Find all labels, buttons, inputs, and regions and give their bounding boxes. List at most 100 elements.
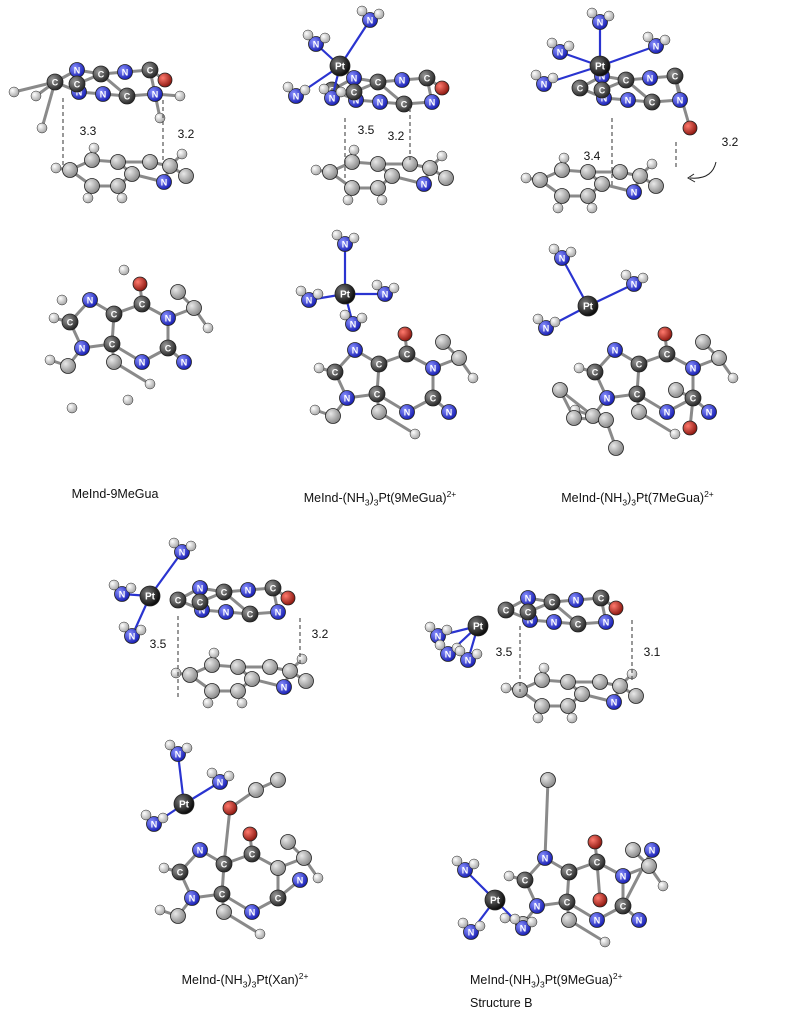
p4-top-ammine-atom-h (140, 809, 152, 821)
p2-indole-atom-h (376, 194, 388, 206)
p4-top-ammine-atom-label: N (217, 778, 224, 788)
p4-top-atom-o (242, 826, 258, 842)
p3-top-ammine-atom-label: Pt (583, 302, 594, 313)
p3-top-atom-o (657, 326, 673, 342)
p5-guanine-atom-c (543, 593, 561, 611)
p3-top-atom-label: C (592, 368, 599, 378)
p4-ammine-atom-label: N (129, 632, 136, 642)
p3-top-ammine-atom-label: N (631, 280, 638, 290)
p2-ammine-atom-n (362, 12, 378, 28)
p3-ammine-atom-n (552, 44, 568, 60)
p1-guanine-atom-n (95, 86, 111, 102)
p4-xanthine-atom-label: C (247, 610, 254, 620)
p2-indole-atom-c-light (370, 156, 386, 172)
p1-top-atom-h (118, 264, 130, 276)
p4-indole-atom-c-light (204, 657, 220, 673)
p4-distance-label-left: 3.5 (150, 637, 167, 651)
p4-top-atom-c (215, 855, 233, 873)
p2-top-atom-h (313, 362, 325, 374)
p5-ammine-atom-h (471, 648, 483, 660)
p1-guanine-atom-h (36, 122, 48, 134)
p1-top-atom-h (44, 354, 56, 366)
p1-top-atom-n (82, 292, 98, 308)
p4-top-ammine-atom-label: Pt (179, 800, 190, 811)
p4-xanthine-atom-c (241, 605, 259, 623)
p5-ammine-atom-label: Pt (473, 622, 484, 633)
p2-top-atom-c (370, 355, 388, 373)
p5-top-atom-n (644, 842, 660, 858)
p5-top-atom-c-light (625, 842, 641, 858)
p5-guanine-atom-label: N (525, 594, 532, 604)
p2-ammine-atom-h (318, 83, 330, 95)
caption-meind-9megua: MeInd-9MeGua (71, 487, 159, 501)
p1-top-atom-c (133, 295, 151, 313)
p1-guanine-atom-h (8, 86, 20, 98)
p2-indole-atom-h (436, 150, 448, 162)
p5-top-atom-o (587, 834, 603, 850)
p2-guanine-atom-label: C (351, 88, 358, 98)
p4-top-atom-n (292, 872, 308, 888)
p5-top-atom-c-light (641, 858, 657, 874)
p4-top-ammine-atom-h (223, 770, 235, 782)
p5-ammine-atom-h (434, 639, 446, 651)
p1-top-atom-c (61, 313, 79, 331)
p2-indole-atom-c-light (344, 154, 360, 170)
p1-guanine-atom-label: C (98, 70, 105, 80)
p3-ammine-atom-h (530, 69, 542, 81)
p3-indole-atom-c-light (580, 188, 596, 204)
p5-indole-atom-c-light (534, 672, 550, 688)
p2-top-atom-c-light (371, 404, 387, 420)
p4-xanthine-atom-c (215, 583, 233, 601)
p1-indole-atom-h (82, 192, 94, 204)
p4-top-atom-c (269, 889, 287, 907)
p2-indole-atom-h (310, 164, 322, 176)
p4-top-atom-label: C (275, 894, 282, 904)
p4-ammine-atom-h (168, 537, 180, 549)
p5-indole-atom-c-light (574, 686, 590, 702)
p5-indole-atom-n (606, 694, 622, 710)
p5-guanine-atom-c (497, 601, 515, 619)
p1-indole-atom-label: N (161, 178, 168, 188)
p5-top-atom-label: N (542, 854, 549, 864)
p2-top-atom-label: N (404, 408, 411, 418)
p1-top-atom-label: N (87, 296, 94, 306)
p4-top-atom-o (222, 800, 238, 816)
p4-xanthine-atom-n (218, 604, 234, 620)
p2-indole-atom-c-light (422, 160, 438, 176)
p2-top-ammine-atom-h (388, 282, 400, 294)
p2-guanine-atom-c (369, 73, 387, 91)
p3-ammine-atom-label: Pt (595, 62, 606, 73)
p5-top-ammine-atom-label: N (462, 866, 469, 876)
p1-guanine-atom-c (46, 73, 64, 91)
p3-top-ammine-atom-h (549, 316, 561, 328)
p4-indole-atom-c-light (298, 673, 314, 689)
p1-top-atom-label: C (165, 344, 172, 354)
p5-top-ammine-atom-label: N (468, 928, 475, 938)
p2-top-ammine-atom-n (377, 286, 393, 302)
p2-indole-atom-c-light (384, 168, 400, 184)
p5-guanine-atom-n (546, 614, 562, 630)
p1-top-atom-label: C (139, 300, 146, 310)
p5-top-atom-label: N (636, 916, 643, 926)
p4-top-bond (222, 806, 232, 866)
p1-guanine-atom-label: N (100, 90, 107, 100)
p1-indole-atom-c-light (110, 154, 126, 170)
p1-top-atom-c-light (186, 300, 202, 316)
caption-meind-pt-7megua: MeInd-(NH3)3Pt(7MeGua)2+ (561, 489, 714, 508)
p3-indole-atom-label: N (631, 188, 638, 198)
p4-top-ammine-atom-h (206, 767, 218, 779)
p3-top-ammine-atom-n (538, 320, 554, 336)
p4-indole-atom-label: N (281, 683, 288, 693)
p3-indole-atom-c-light (580, 164, 596, 180)
p2-ammine-atom-label: Pt (335, 62, 346, 73)
p1-guanine-atom-label: N (74, 66, 81, 76)
p4-indole-atom-n (276, 679, 292, 695)
p4-ammine-atom-h (125, 582, 137, 594)
p2-top-ammine-atom-label: N (382, 290, 389, 300)
p2-top-atom-h (409, 428, 421, 440)
p3-ammine-atom-n (536, 76, 552, 92)
p4-top-atom-label: N (189, 894, 196, 904)
